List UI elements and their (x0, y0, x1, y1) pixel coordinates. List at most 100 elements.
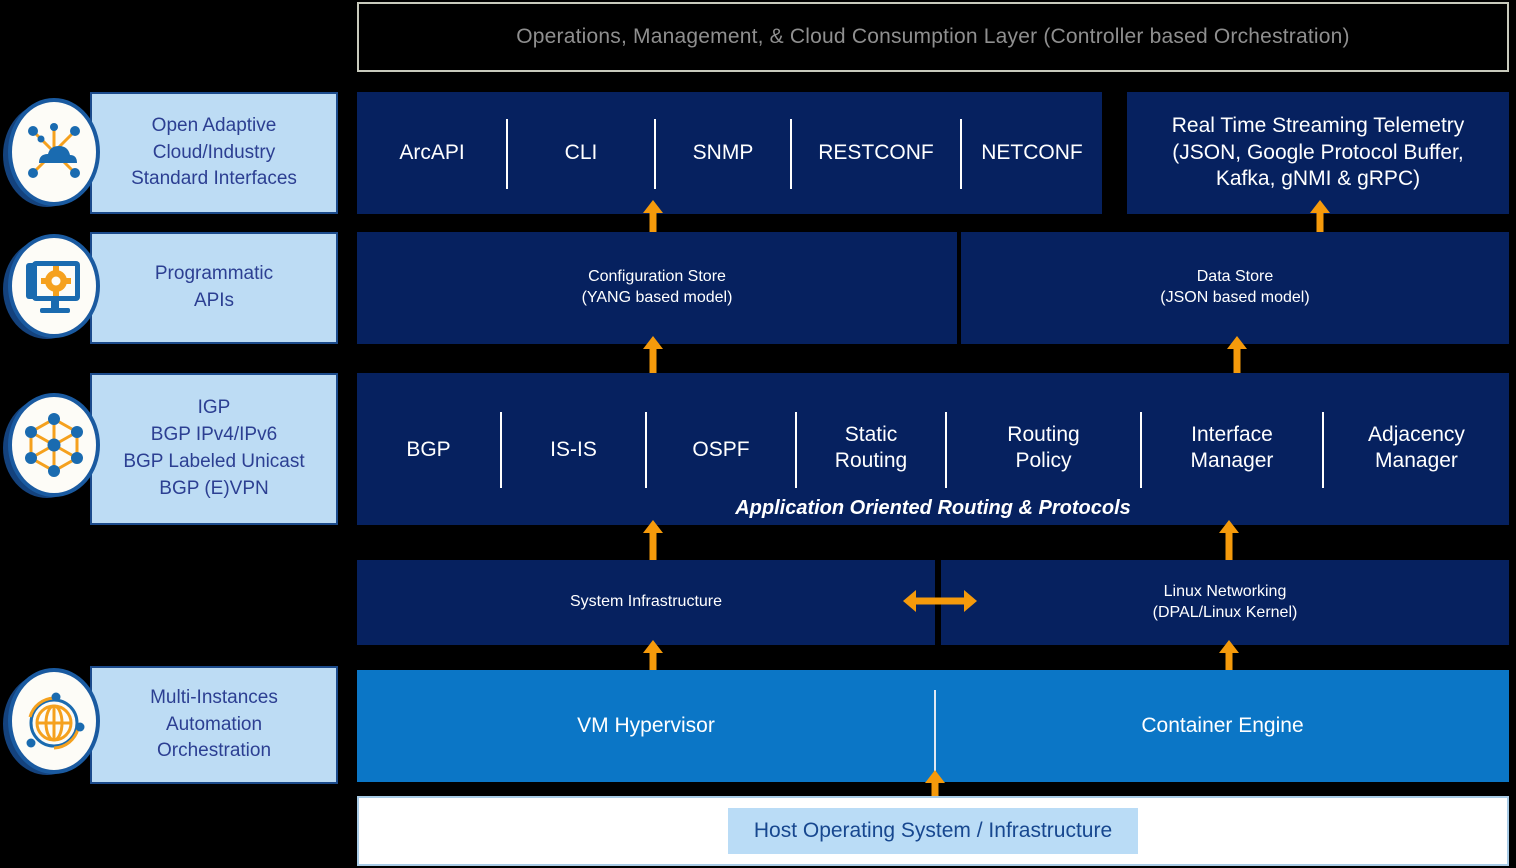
interface-cell-netconf[interactable]: NETCONF (962, 130, 1102, 176)
linux-networking-line-2: (DPAL/Linux Kernel) (1152, 603, 1298, 621)
arrow-head-up-icon (643, 640, 663, 653)
sidebar-label-line-2: BGP IPv4/IPv6 (150, 424, 278, 446)
routing-cell-routing-policy-line-2: Policy (1015, 449, 1072, 472)
routing-cell-routing-policy[interactable]: Routing Policy (947, 410, 1140, 486)
routing-cell-static-routing-line-1: Static (844, 423, 898, 447)
sidebar-item-programmatic-apis-box: Programmatic APIs (90, 232, 338, 344)
host-os-row: Host Operating System / Infrastructure (357, 796, 1509, 866)
interface-divider-2 (654, 119, 656, 189)
sidebar-label-line-3: Standard Interfaces (131, 168, 297, 190)
interface-cell-snmp-label: SNMP (692, 141, 754, 165)
system-infrastructure-label: System Infrastructure (569, 593, 723, 611)
routing-cell-adjacency-manager[interactable]: Adjacency Manager (1324, 410, 1509, 486)
cloud-network-icon (8, 98, 100, 206)
routing-cell-static-routing[interactable]: Static Routing (797, 410, 945, 486)
routing-cell-ospf[interactable]: OSPF (647, 420, 795, 480)
routing-cell-isis-label: IS-IS (550, 438, 597, 462)
routing-divider-5 (1140, 412, 1142, 488)
virtualization-band (357, 670, 1509, 782)
routing-divider-1 (500, 412, 502, 488)
data-store-panel[interactable]: Data Store (JSON based model) (961, 232, 1509, 344)
sidebar-label-line-2: APIs (193, 290, 235, 311)
arrow-head-up-icon (1227, 336, 1247, 349)
real-time-streaming-telemetry-panel[interactable]: Real Time Streaming Telemetry (JSON, Goo… (1127, 92, 1509, 214)
container-engine-cell[interactable]: Container Engine (936, 703, 1509, 749)
sidebar-item-programmatic-apis[interactable]: Programmatic APIs (0, 232, 350, 344)
routing-cell-interface-manager[interactable]: Interface Manager (1142, 410, 1322, 486)
routing-cell-routing-policy-line-1: Routing (1007, 423, 1080, 447)
routing-divider-2 (645, 412, 647, 488)
monitor-gear-icon (8, 234, 100, 338)
sidebar-item-open-adaptive-box: Open Adaptive Cloud/Industry Standard In… (90, 92, 338, 214)
arrow-head-up-icon (1219, 520, 1239, 533)
sidebar-label-line-1: Multi-Instances (150, 686, 278, 708)
arrow-head-up-icon (925, 770, 945, 783)
interface-divider-3 (790, 119, 792, 189)
sidebar-label-line-2: Automation (165, 713, 263, 735)
routing-divider-4 (945, 412, 947, 488)
sidebar-item-igp-bgp-box: IGP BGP IPv4/IPv6 BGP Labeled Unicast BG… (90, 373, 338, 525)
routing-cell-bgp-label: BGP (406, 438, 451, 462)
telemetry-line-2: (JSON, Google Protocol Buffer, (1172, 140, 1464, 164)
sidebar-label-line-1: IGP (197, 397, 231, 419)
configuration-store-line-2: (YANG based model) (581, 289, 733, 306)
sidebar-label-line-1: Open Adaptive (151, 114, 277, 136)
configuration-store-panel[interactable]: Configuration Store (YANG based model) (357, 232, 957, 344)
sidebar-label-line-1: Programmatic (154, 263, 274, 285)
telemetry-line-1: Real Time Streaming Telemetry (1171, 114, 1465, 138)
routing-cell-isis[interactable]: IS-IS (502, 420, 645, 480)
interface-cell-arcapi[interactable]: ArcAPI (357, 130, 507, 176)
sidebar-item-igp-bgp[interactable]: IGP BGP IPv4/IPv6 BGP Labeled Unicast BG… (0, 373, 350, 525)
sidebar-item-multi-instances-box: Multi-Instances Automation Orchestration (90, 666, 338, 784)
sidebar-label-line-3: Orchestration (156, 740, 272, 762)
routing-cell-bgp[interactable]: BGP (357, 420, 500, 480)
interface-cell-restconf-label: RESTCONF (818, 141, 934, 165)
sidebar-label-line-4: BGP (E)VPN (159, 477, 269, 499)
arrow-head-up-icon (1219, 640, 1239, 653)
routing-protocols-panel (357, 373, 1509, 525)
linux-networking-panel[interactable]: Linux Networking (DPAL/Linux Kernel) (941, 560, 1509, 645)
sidebar-item-open-adaptive[interactable]: Open Adaptive Cloud/Industry Standard In… (0, 92, 350, 214)
interface-cell-restconf[interactable]: RESTCONF (792, 130, 960, 176)
interface-divider-1 (506, 119, 508, 189)
globe-orbit-icon (8, 668, 100, 774)
vm-hypervisor-label: VM Hypervisor (577, 714, 715, 738)
routing-divider-6 (1322, 412, 1324, 488)
data-store-line-2: (JSON based model) (1160, 289, 1310, 306)
sidebar-item-multi-instances[interactable]: Multi-Instances Automation Orchestration (0, 666, 350, 784)
sidebar-label-line-2: Cloud/Industry (152, 141, 276, 163)
application-oriented-routing-caption: Application Oriented Routing & Protocols (357, 497, 1509, 520)
interface-cell-netconf-label: NETCONF (981, 141, 1083, 165)
arrow-head-left-icon (903, 590, 916, 612)
routing-divider-3 (795, 412, 797, 488)
arrow-head-up-icon (643, 200, 663, 213)
arrow-head-up-icon (643, 520, 663, 533)
interface-divider-4 (960, 119, 962, 189)
arrow-head-up-icon (1310, 200, 1330, 213)
operations-management-layer-bar: Operations, Management, & Cloud Consumpt… (357, 2, 1509, 72)
interface-cell-arcapi-label: ArcAPI (399, 141, 465, 165)
routing-cell-ospf-label: OSPF (692, 438, 750, 462)
application-oriented-routing-caption-text: Application Oriented Routing & Protocols (735, 497, 1131, 519)
host-os-badge[interactable]: Host Operating System / Infrastructure (727, 808, 1139, 854)
routing-cell-interface-manager-line-1: Interface (1191, 423, 1273, 447)
configuration-store-line-1: Configuration Store (588, 268, 726, 286)
routing-cell-interface-manager-line-2: Manager (1190, 449, 1274, 472)
linux-networking-line-1: Linux Networking (1163, 582, 1287, 600)
arrow-system-infra-to-linux-networking (903, 589, 977, 613)
system-infrastructure-panel[interactable]: System Infrastructure (357, 560, 935, 645)
interface-cell-snmp[interactable]: SNMP (656, 130, 790, 176)
interface-cell-cli[interactable]: CLI (508, 130, 654, 176)
arrow-head-right-icon (964, 590, 977, 612)
container-engine-label: Container Engine (1141, 714, 1304, 738)
virtualization-divider (934, 690, 936, 780)
interface-cell-cli-label: CLI (564, 141, 598, 165)
sidebar-label-line-3: BGP Labeled Unicast (123, 451, 305, 472)
open-standard-interfaces-panel (357, 92, 1102, 214)
data-store-line-1: Data Store (1196, 268, 1274, 286)
operations-layer-title: Operations, Management, & Cloud Consumpt… (516, 25, 1350, 48)
arrow-head-up-icon (643, 336, 663, 349)
vm-hypervisor-cell[interactable]: VM Hypervisor (357, 703, 935, 749)
routing-cell-adjacency-manager-line-1: Adjacency (1368, 423, 1465, 447)
